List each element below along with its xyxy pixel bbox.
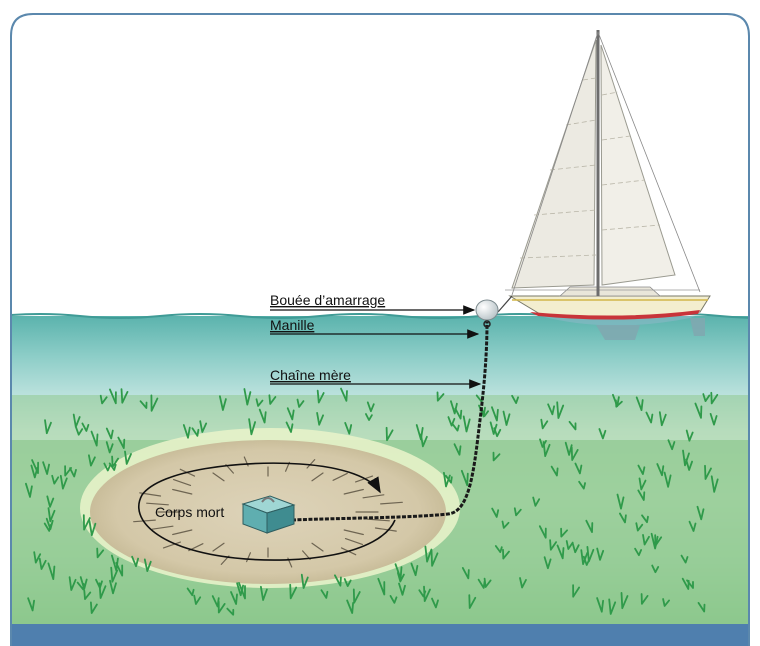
bottom-bar bbox=[0, 624, 760, 646]
label-mother-chain: Chaîne mère bbox=[270, 367, 351, 383]
label-buoy: Bouée d’amarrage bbox=[270, 292, 385, 308]
label-dead-weight: Corps mort bbox=[155, 504, 224, 520]
label-shackle: Manille bbox=[270, 317, 315, 333]
